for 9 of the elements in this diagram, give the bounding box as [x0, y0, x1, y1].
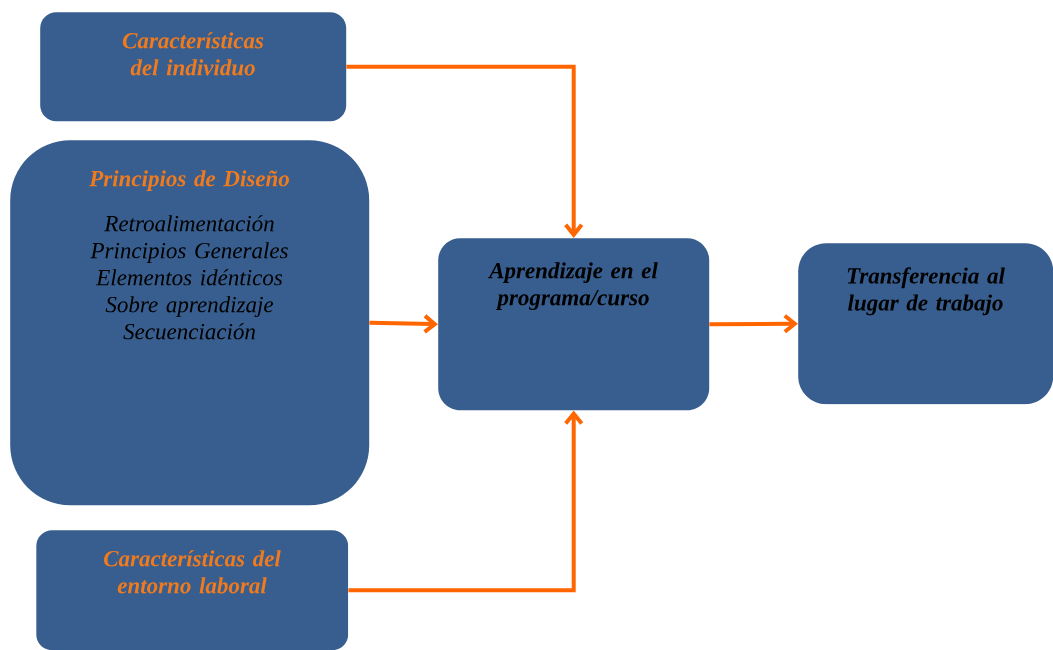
- arrow: [348, 410, 584, 593]
- arrow: [346, 64, 584, 238]
- arrow: [709, 314, 798, 334]
- process-box: Aprendizaje en el programa/curso: [438, 238, 710, 411]
- process-box: Principios de Diseño Retroalimentación Principios Generales Elementos idénticos Sobre aprendizaje Secuenciación: [10, 140, 370, 506]
- process-box: Características del entorno laboral: [36, 530, 349, 650]
- process-box: Características del individuo: [40, 12, 347, 122]
- process-box: Transferencia al lugar de trabajo: [798, 243, 1053, 405]
- arrow: [369, 314, 438, 334]
